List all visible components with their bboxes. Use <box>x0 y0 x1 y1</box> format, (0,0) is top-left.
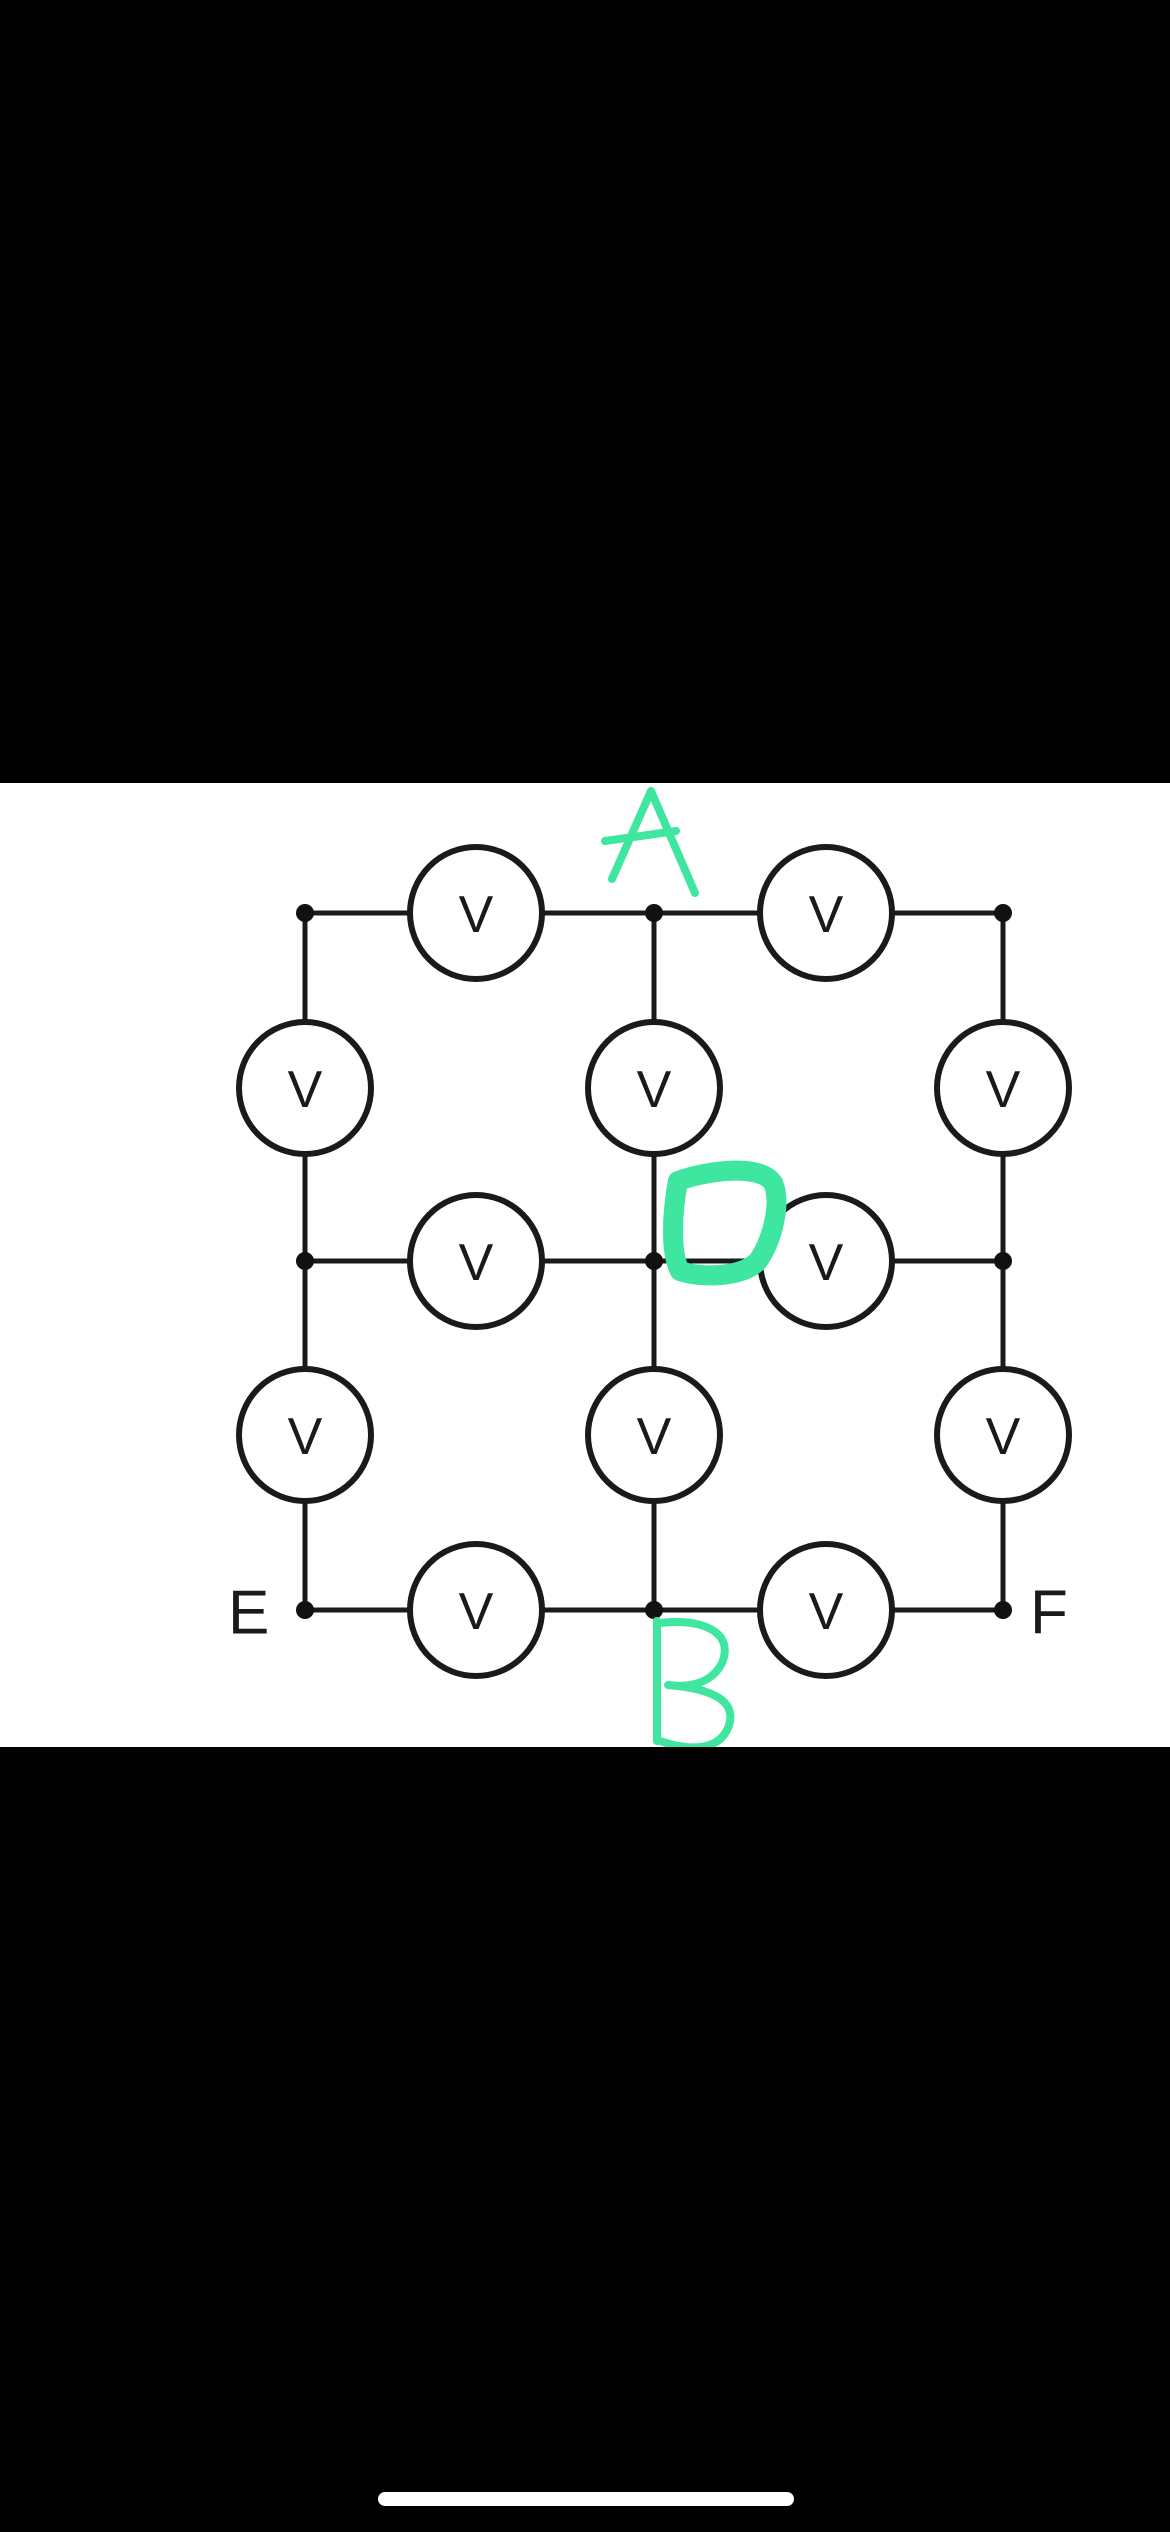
handwritten-annotations <box>601 787 787 1747</box>
voltmeter-right-lower: V <box>934 1366 1072 1504</box>
junction-nodes <box>296 904 1012 1619</box>
voltmeter-label: V <box>986 1061 1021 1119</box>
voltmeter-top-right: V <box>757 844 895 982</box>
voltmeter-label: V <box>809 1234 844 1292</box>
voltmeter-center-lower: V <box>585 1366 723 1504</box>
voltmeter-right-upper: V <box>934 1019 1072 1157</box>
voltmeter-center-upper: V <box>585 1019 723 1157</box>
center-node-mark <box>663 1160 787 1286</box>
voltmeter-label: V <box>809 886 844 944</box>
voltmeter-bottom-right: V <box>757 1541 895 1679</box>
node-center <box>645 1252 663 1270</box>
voltmeter-label: V <box>809 1583 844 1641</box>
voltmeter-left-upper: V <box>236 1019 374 1157</box>
voltmeter-top-left: V <box>407 844 545 982</box>
voltmeter-label: V <box>459 1583 494 1641</box>
voltmeter-bottom-left: V <box>407 1541 545 1679</box>
circuit-photo: V V V V V <box>0 783 1170 1747</box>
voltmeter-middle-left: V <box>407 1192 545 1330</box>
home-indicator[interactable] <box>378 2492 794 2506</box>
circuit-diagram: V V V V V <box>228 787 1072 1747</box>
handwritten-letter-a <box>601 787 699 897</box>
voltmeter-label: V <box>986 1408 1021 1466</box>
terminal-label-e: E <box>228 1579 269 1648</box>
terminal-label-f: F <box>1030 1579 1068 1648</box>
voltmeter-label: V <box>288 1408 323 1466</box>
node-top-left <box>296 904 314 922</box>
node-bottom-center <box>645 1601 663 1619</box>
voltmeter-left-lower: V <box>236 1366 374 1504</box>
voltmeter-label: V <box>459 886 494 944</box>
voltmeter-label: V <box>637 1408 672 1466</box>
node-top-center <box>645 904 663 922</box>
node-bottom-right <box>994 1601 1012 1619</box>
node-mid-right <box>994 1252 1012 1270</box>
voltmeter-label: V <box>459 1234 494 1292</box>
node-top-right <box>994 904 1012 922</box>
handwritten-letter-b <box>653 1617 735 1747</box>
voltmeter-middle-right: V <box>757 1192 895 1330</box>
voltmeters: V V V V V <box>236 844 1072 1679</box>
voltmeter-label: V <box>637 1061 672 1119</box>
node-mid-left <box>296 1252 314 1270</box>
node-bottom-left <box>296 1601 314 1619</box>
voltmeter-label: V <box>288 1061 323 1119</box>
